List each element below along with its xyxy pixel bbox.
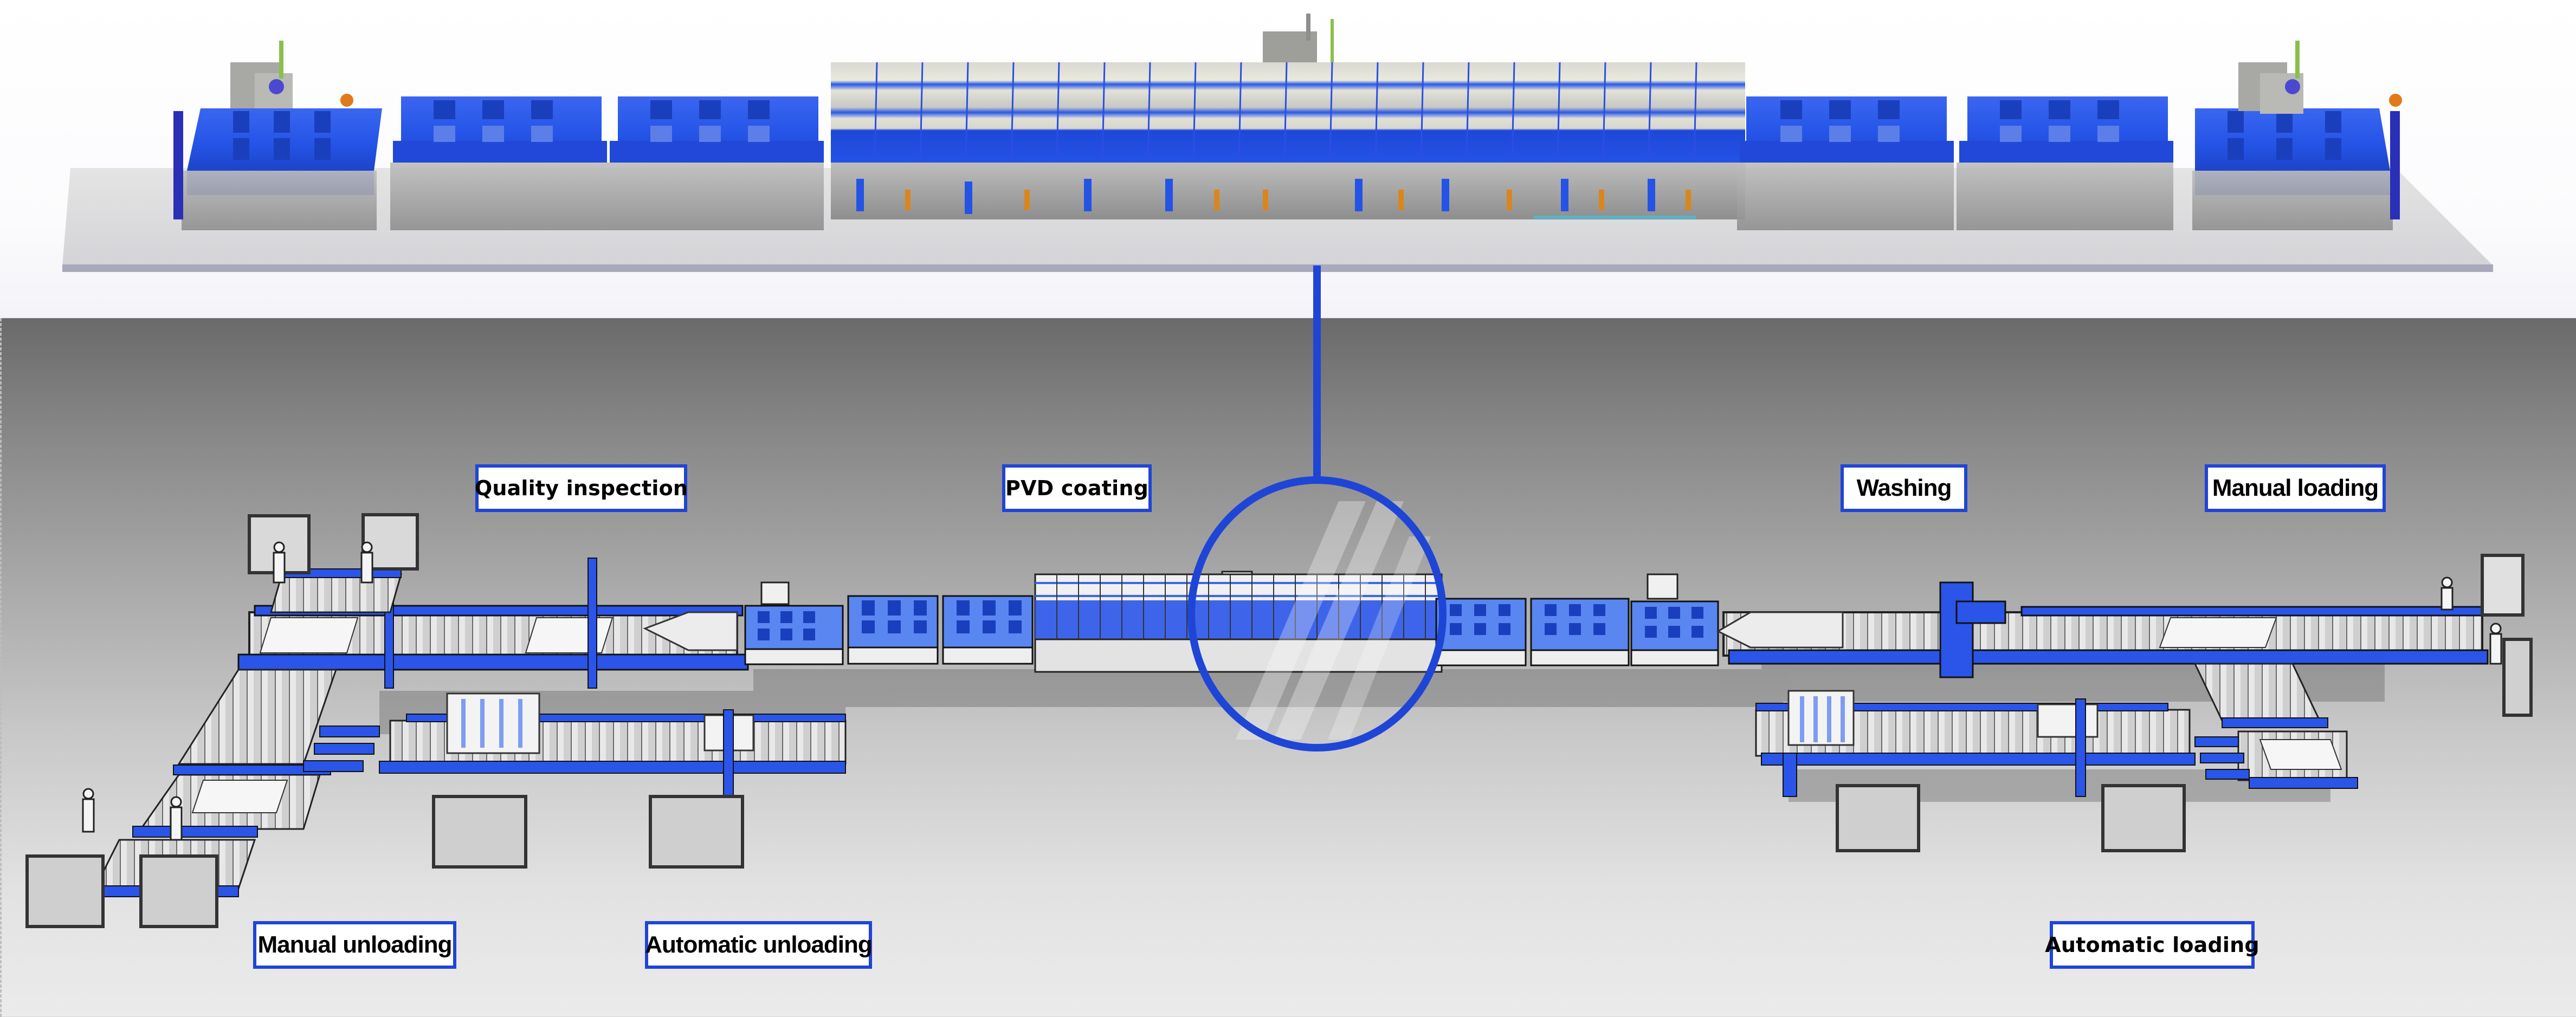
left-entry-module	[173, 108, 382, 230]
flow-direction-arrow	[643, 611, 738, 651]
left-drive-unit	[230, 41, 353, 114]
sketch-washing-drying-modules-left	[744, 581, 1034, 665]
right-module-2	[1957, 96, 2173, 230]
side-conveyor-top-left	[270, 568, 402, 613]
automatic-unloading-conveyor	[303, 692, 847, 797]
label-pvd-coating: PVD coating	[1002, 464, 1152, 512]
pvd-chamber	[831, 14, 1745, 219]
label-manual-unloading: Manual unloading	[253, 921, 456, 969]
transfer-conveyor-right	[2193, 663, 2358, 789]
outfeed-conveyor-upper	[237, 558, 749, 689]
floor-plate-edge	[62, 264, 2493, 272]
loading-robot-gripper	[2037, 703, 2099, 738]
label-washing: Washing	[1841, 464, 1967, 512]
unloading-robot-arm	[723, 709, 734, 797]
sketch-washing-modules-right	[1435, 573, 1719, 666]
left-module-3	[607, 96, 824, 230]
label-quality-inspection: Quality inspection	[475, 464, 688, 512]
infeed-conveyor-upper	[1716, 581, 2489, 678]
chamber-pumps	[856, 179, 1655, 214]
magnifier-highlight	[1236, 501, 1431, 740]
label-automatic-loading: Automatic loading	[2045, 921, 2259, 969]
label-manual-loading: Manual loading	[2205, 464, 2386, 512]
washing-entry-gantry	[1939, 581, 1974, 678]
loading-robot-arm	[2075, 698, 2086, 797]
chamber-segment-dividers	[874, 62, 1697, 163]
automatic-loading-conveyor	[1755, 690, 2196, 797]
operators-left	[82, 541, 373, 841]
left-module-2	[390, 96, 607, 230]
pvd-line-render	[62, 14, 2493, 272]
infeed-flow-arrow	[1716, 611, 1844, 649]
magnifier-circle	[1187, 476, 1447, 752]
unloading-gantry-gripper	[446, 692, 540, 754]
right-module-1	[1737, 96, 1954, 230]
sketch-pvd-chamber	[1034, 571, 1443, 673]
right-drive-unit	[2238, 41, 2402, 114]
right-exit-module	[2192, 108, 2400, 230]
label-automatic-unloading: Automatic unloading	[645, 921, 873, 969]
operators-right	[2441, 576, 2502, 665]
glass-racks-right	[1836, 554, 2533, 852]
